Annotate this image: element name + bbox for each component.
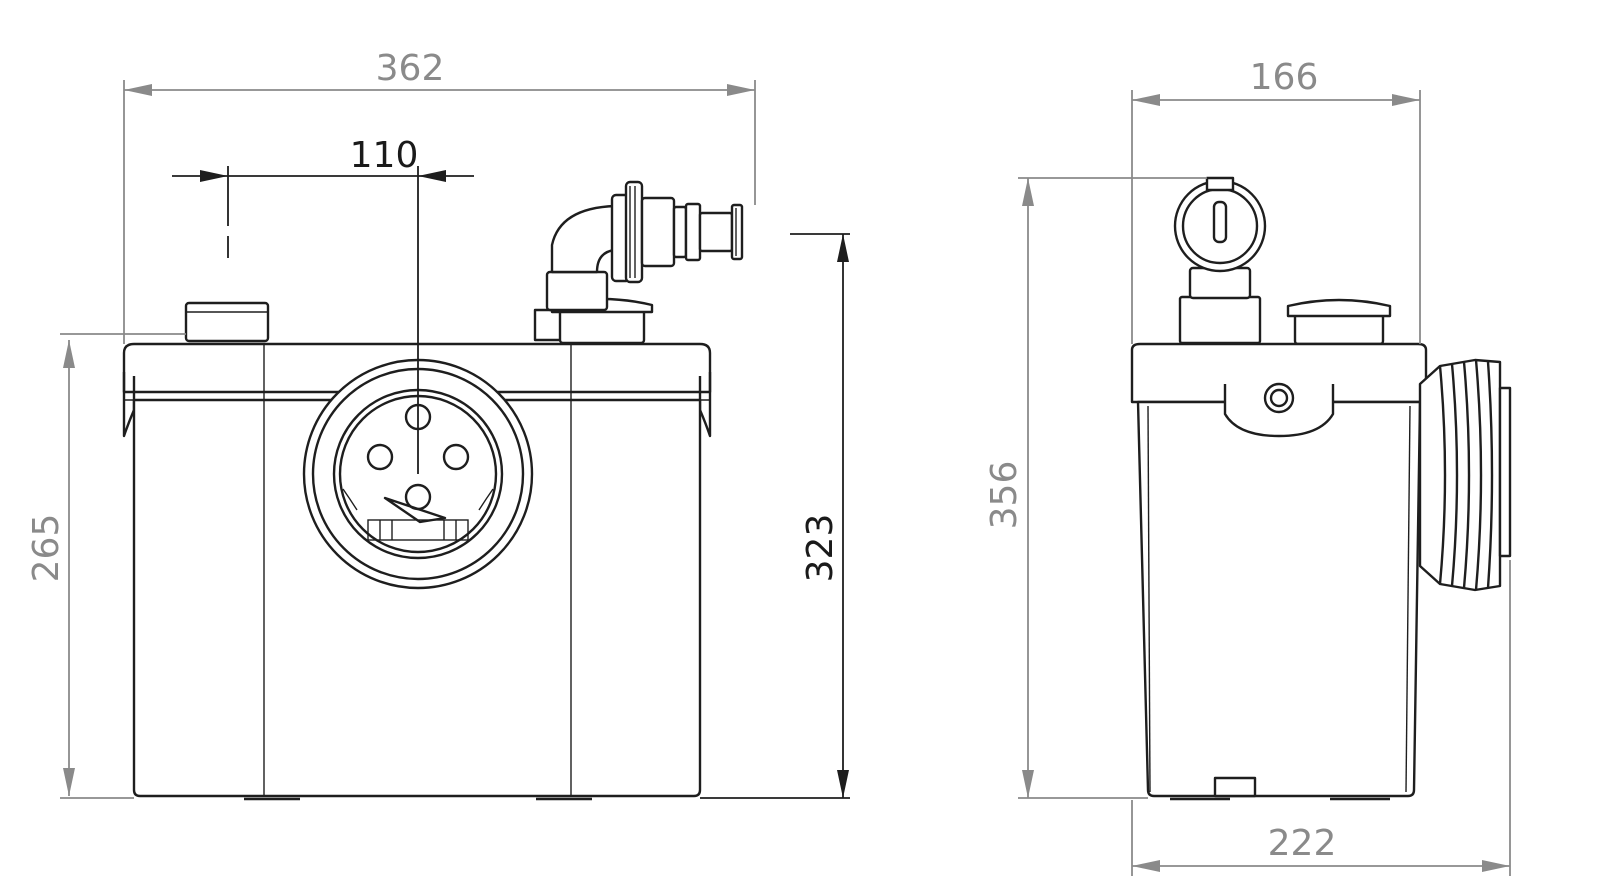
front-body [132, 398, 702, 798]
front-view [122, 180, 744, 801]
dimension-side-height: 356 [984, 461, 1025, 530]
dimension-lines [60, 80, 1511, 876]
dimension-side-bottom-width: 222 [1268, 823, 1337, 864]
front-left-inlet [184, 301, 270, 343]
dimension-inlet-offset: 110 [350, 135, 419, 176]
dimension-front-width: 362 [376, 48, 445, 89]
side-outlet-loop [1173, 176, 1267, 345]
dimension-side-top-width: 166 [1250, 57, 1319, 98]
side-top-cap [1286, 298, 1392, 346]
side-mount-tab [1223, 382, 1335, 438]
front-outlet-elbow [545, 180, 744, 312]
side-view [1130, 176, 1512, 801]
side-lid [1130, 342, 1428, 404]
side-body [1136, 400, 1422, 798]
dimension-front-height: 265 [26, 514, 67, 583]
dimension-outlet-height: 323 [800, 514, 841, 583]
side-bellows [1418, 358, 1512, 592]
